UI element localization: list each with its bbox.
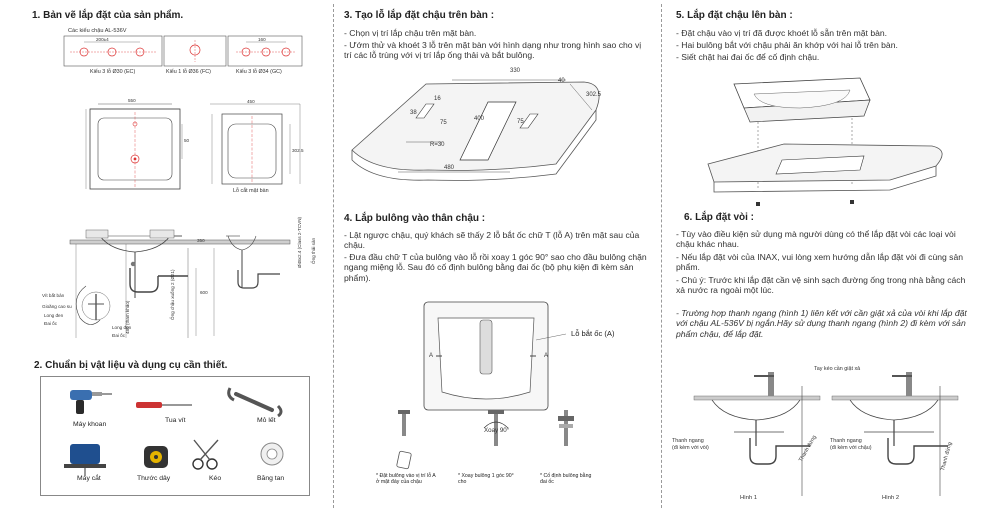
caption-step-3: * Cố định bulông bằng đai ốc bbox=[540, 473, 592, 486]
tool-screwdriver-label: Tua vít bbox=[165, 417, 186, 424]
section-1-title: 1. Bản vẽ lắp đặt của sản phẩm. bbox=[32, 10, 184, 21]
tool-drill-label: Máy khoan bbox=[73, 421, 107, 428]
cutout-caption: Lỗ cắt mặt bàn bbox=[233, 188, 269, 194]
countertop-cutout-drawing bbox=[351, 79, 600, 181]
figure-1-caption: Hình 1 bbox=[740, 495, 758, 501]
column-separator-right bbox=[661, 4, 662, 508]
bolt-hole-label: Lỗ bắt ốc (A) bbox=[571, 329, 615, 338]
basin-plan-drawing bbox=[85, 103, 301, 190]
label-screw: Vít bắt bản bbox=[42, 293, 65, 298]
rotate-label: Xoay 90° bbox=[484, 427, 510, 434]
dim-302: 302.5 bbox=[292, 148, 304, 153]
label-gasket: Gioăng cao su bbox=[42, 304, 72, 309]
dim-50: 50 bbox=[184, 138, 190, 143]
label-washer-2: Long đen bbox=[112, 325, 132, 330]
dim-302-5: 302.5 bbox=[586, 92, 602, 98]
floor-pipe-label: Ống thải sàn bbox=[311, 237, 316, 264]
column-separator-left bbox=[333, 4, 334, 508]
type-gc-label: Kiểu 3 lỗ Ø34 (GC) bbox=[236, 69, 282, 75]
dim-350: 350 bbox=[197, 238, 205, 243]
dim-40: 40 bbox=[558, 78, 565, 84]
section-5-step-3: - Siết chặt hai đai ốc để cố định chậu. bbox=[676, 52, 820, 62]
dim-75-right: 75 bbox=[517, 119, 524, 125]
section-3-step-2: - Ướm thử và khoét 3 lỗ trên mặt bàn với… bbox=[344, 40, 642, 61]
types-caption: Các kiểu chậu AL-536V bbox=[68, 28, 127, 34]
label-nut: Đai ốc bbox=[44, 321, 58, 326]
tape-measure-icon bbox=[144, 446, 168, 468]
dim-160: 160 bbox=[258, 37, 266, 42]
dim-550: 550 bbox=[128, 98, 136, 103]
basin-underside-drawing bbox=[423, 301, 567, 411]
faucet-rod-drawing bbox=[693, 372, 959, 496]
tools-drawing bbox=[64, 387, 284, 476]
caption-step-2: * Xoay bulông 1 góc 90° cho bbox=[458, 473, 514, 486]
caption-step-1: * Đặt bulông vào vị trí lỗ A ở mặt đáy c… bbox=[376, 473, 436, 486]
dim-200: 200±4 bbox=[96, 37, 109, 42]
tool-scissors-label: Kéo bbox=[209, 475, 222, 482]
dim-16: 16 bbox=[434, 96, 441, 102]
section-3-title: 3. Tạo lỗ lắp đặt chậu trên bàn : bbox=[344, 10, 495, 21]
column-install-faucet: 5. Lắp đặt chậu lên bàn : - Đặt chậu vào… bbox=[664, 0, 982, 512]
dim-330: 330 bbox=[510, 68, 521, 74]
section-4-step-1: - Lật ngược chậu, quý khách sẽ thấy 2 lỗ… bbox=[344, 230, 640, 251]
dim-480: 480 bbox=[444, 165, 455, 171]
section-mark-a-right: A bbox=[544, 353, 549, 359]
dim-450: 450 bbox=[247, 99, 255, 104]
drill-icon bbox=[70, 390, 112, 414]
scissors-icon bbox=[192, 439, 219, 470]
bolt-steps-drawing bbox=[396, 410, 574, 470]
horizontal-rod-2-label: Thanh ngang bbox=[830, 438, 862, 444]
teflon-tape-icon bbox=[260, 442, 284, 466]
pull-rod-label: Tay kéo cần giật xả bbox=[814, 366, 861, 372]
screwdriver-icon bbox=[136, 402, 192, 408]
basin-types-drawing bbox=[63, 35, 303, 67]
column-drawing-tools: 1. Bản vẽ lắp đặt của sản phẩm. Các kiểu… bbox=[0, 0, 330, 512]
basin-install-drawing bbox=[707, 77, 943, 206]
tool-wrench-label: Mỏ lết bbox=[257, 417, 276, 424]
figure-2-caption: Hình 2 bbox=[882, 495, 900, 501]
section-6-step-1: - Tùy vào điều kiện sử dụng mà người dùn… bbox=[676, 229, 956, 250]
section-3-step-1: - Chọn vị trí lắp chậu trên mặt bàn. bbox=[344, 28, 477, 38]
section-6-step-3: - Chú ý: Trước khi lắp đặt cần vệ sinh s… bbox=[676, 275, 966, 296]
wrench-icon bbox=[227, 387, 283, 418]
section-2-title: 2. Chuẩn bị vật liệu và dụng cụ cần thiế… bbox=[34, 360, 228, 371]
jigsaw-icon bbox=[64, 444, 106, 476]
dim-400: 400 bbox=[474, 116, 485, 122]
tool-teflon-label: Băng tan bbox=[257, 475, 285, 482]
horizontal-rod-1-label: Thanh ngang bbox=[672, 438, 704, 444]
section-6-step-4: - Trường hợp thanh ngang (hình 1) liên k… bbox=[676, 308, 967, 339]
drain-vertical-label: Ống chậu xuống 2 (Ø21) bbox=[170, 269, 175, 320]
horizontal-rod-1-sub: (đi kèm với vòi) bbox=[672, 445, 709, 451]
label-nut-2: Đai ốc bbox=[112, 333, 126, 338]
dim-600: 600 bbox=[200, 290, 208, 295]
tool-jigsaw-label: Máy cắt bbox=[77, 475, 101, 482]
type-fc-label: Kiểu 1 lỗ Ø36 (FC) bbox=[166, 69, 211, 75]
section-6-step-2: - Nếu lắp đặt vòi của INAX, vui lòng xem… bbox=[676, 252, 964, 273]
section-mark-a-left: A bbox=[429, 353, 434, 359]
type-ec-label: Kiểu 3 lỗ Ø30 (EC) bbox=[90, 69, 136, 75]
section-5-title: 5. Lắp đặt chậu lên bàn : bbox=[676, 10, 793, 21]
basin-section-drawing bbox=[69, 229, 291, 338]
label-washer: Long đen bbox=[44, 313, 64, 318]
section-4-step-2: - Đưa đầu chữ T của bulông vào lỗ rồi xo… bbox=[344, 252, 647, 283]
horizontal-rod-2-sub: (đi kèm với chậu) bbox=[830, 445, 872, 451]
section-5-step-1: - Đặt chậu vào vị trí đã được khoét lỗ s… bbox=[676, 28, 888, 38]
pipe-vertical-label: Ø48x2.4 (Class 2-TCVN) bbox=[297, 216, 302, 268]
section-4-title: 4. Lắp bulông vào thân chậu : bbox=[344, 213, 486, 224]
section-5-step-2: - Hai bulông bắt với chậu phải ăn khớp v… bbox=[676, 40, 898, 50]
dim-38: 38 bbox=[410, 110, 417, 116]
dim-75-left: 75 bbox=[440, 120, 447, 126]
section-6-title: 6. Lắp đặt vòi : bbox=[684, 212, 755, 223]
column-counter-bolt: 3. Tạo lỗ lắp đặt chậu trên bàn : - Chọn… bbox=[334, 0, 660, 512]
tool-tape-label: Thước dây bbox=[137, 475, 171, 482]
dim-r30: R=30 bbox=[430, 142, 445, 148]
